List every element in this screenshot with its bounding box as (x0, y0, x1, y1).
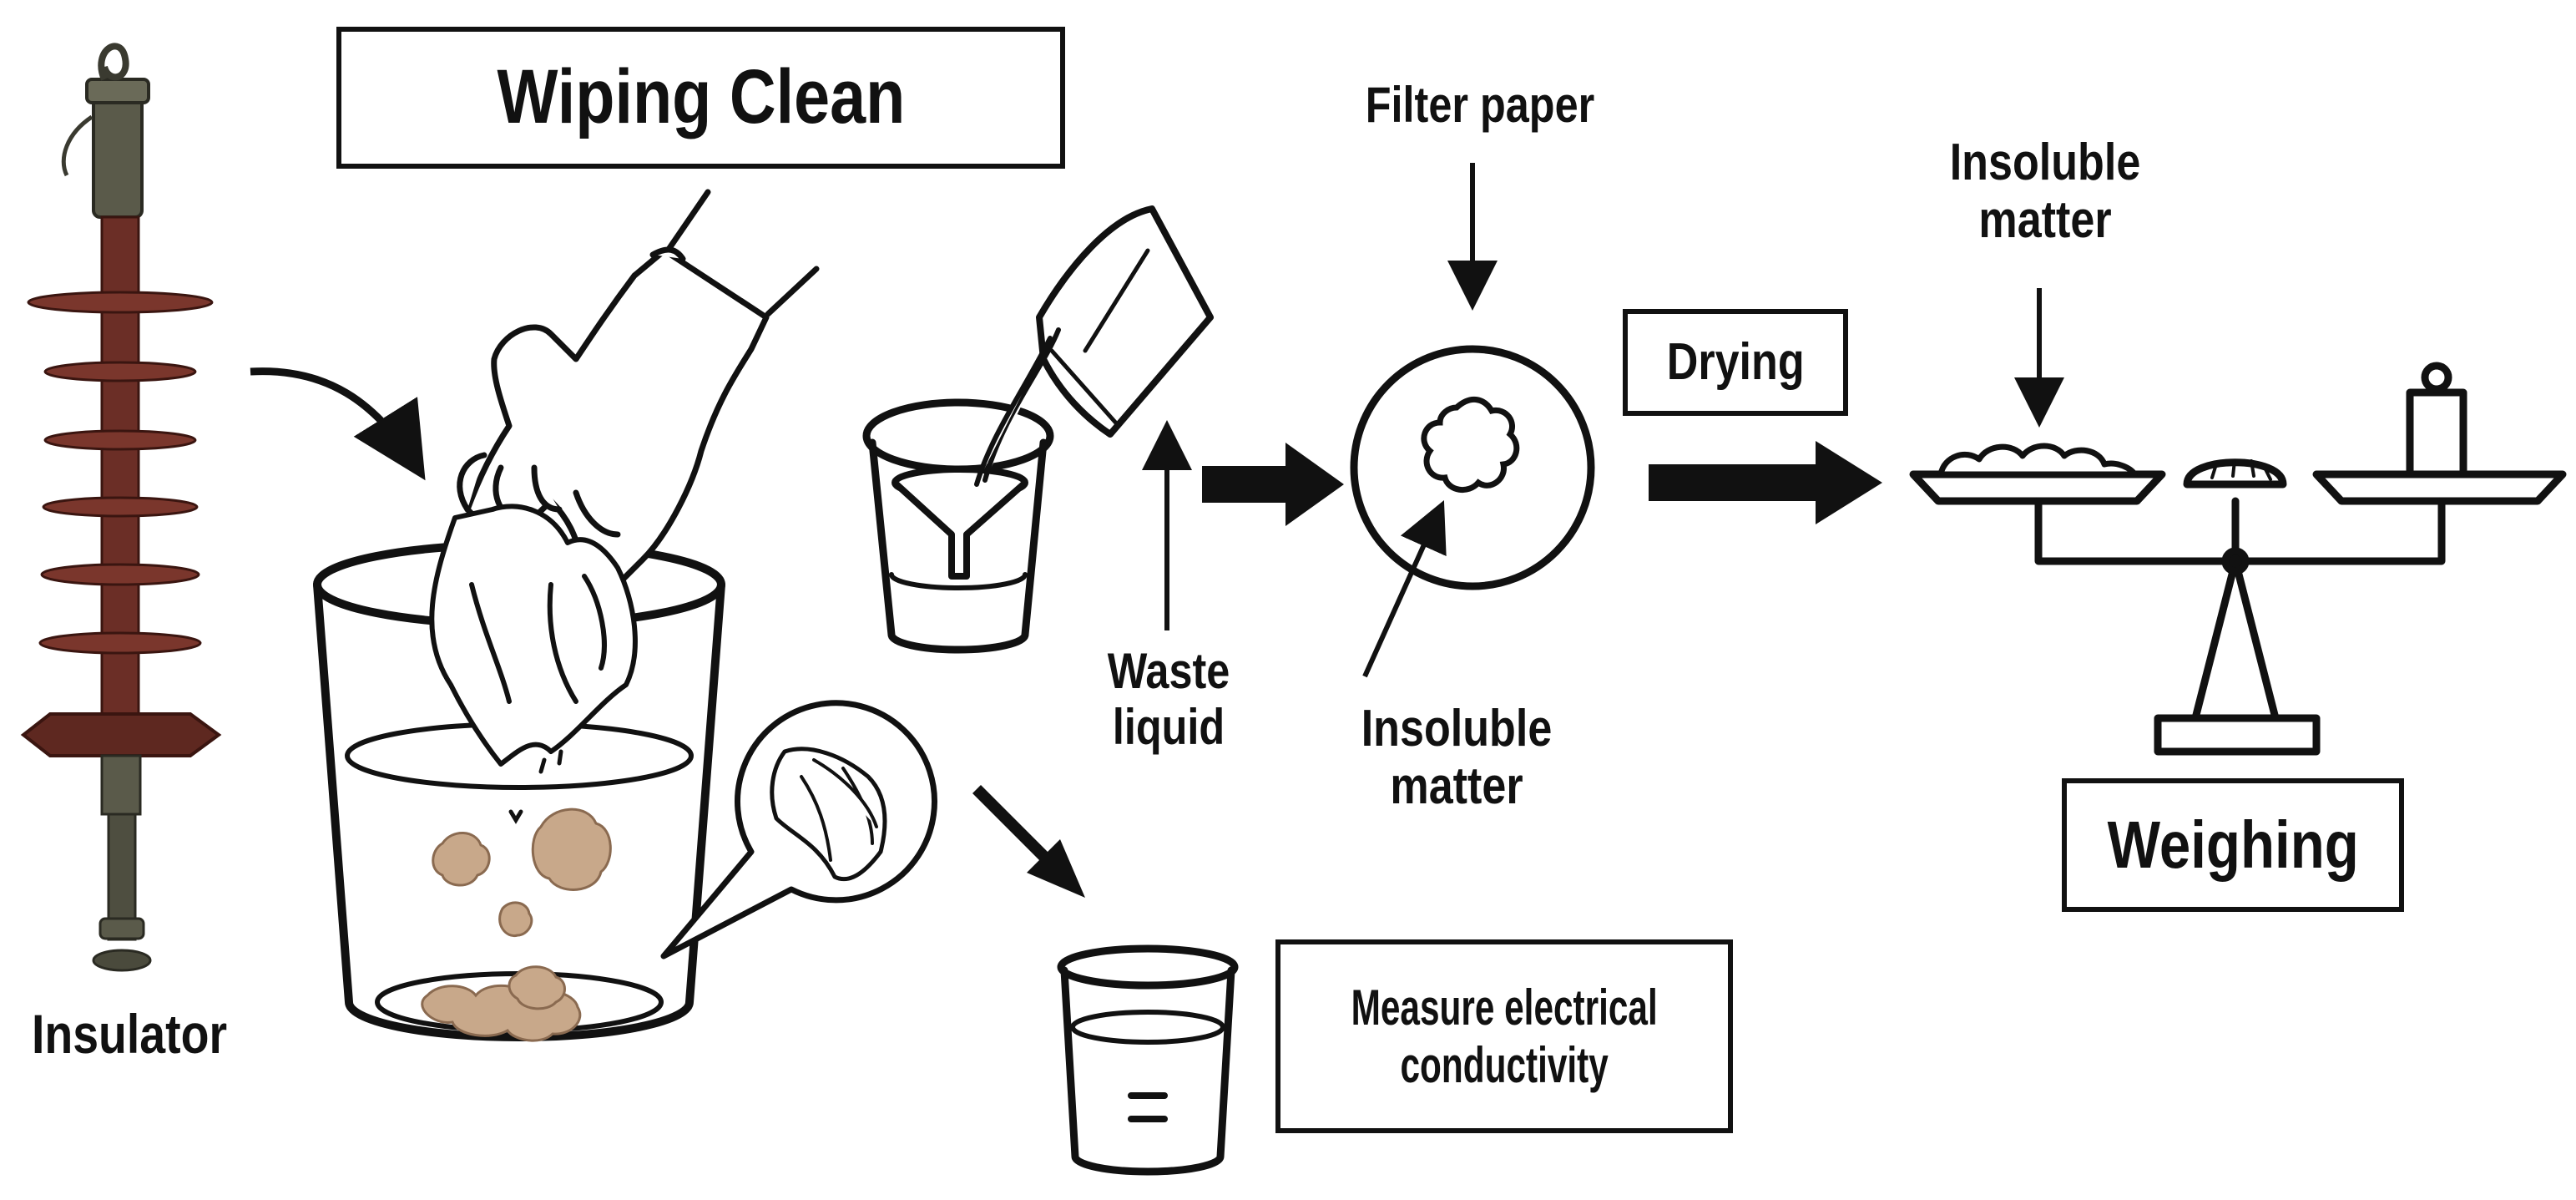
waste-liquid-line2: liquid (1112, 699, 1225, 756)
wiping-clean-title: Wiping Clean (497, 54, 905, 140)
block-arrow-filter-icon (1202, 443, 1344, 526)
cloth-icon (429, 504, 638, 767)
curved-arrow-icon (250, 367, 426, 481)
insoluble-scale-line2: matter (1978, 191, 2112, 250)
funnel-icon (891, 466, 1028, 580)
insoluble-pile-icon (1937, 443, 2138, 478)
insoluble-scale-label: Insoluble matter (1926, 134, 2164, 250)
insoluble-filter-label: Insoluble matter (1334, 700, 1579, 816)
measure-conductivity-box: Measure electrical conductivity (1275, 939, 1733, 1133)
beaker-small-icon (1057, 944, 1239, 1176)
measure-conductivity-label: Measure electrical conductivity (1321, 979, 1686, 1094)
insoluble-filter-pointer-arrow (1362, 500, 1447, 678)
filter-paper-label: Filter paper (1365, 77, 1595, 133)
sediment-particles (421, 808, 612, 1042)
filter-paper-icon (1350, 345, 1595, 590)
insoluble-filter-line2: matter (1390, 757, 1523, 816)
measure-line1: Measure electrical (1351, 980, 1658, 1035)
gloved-hand-icon (457, 189, 820, 588)
waste-liquid-label: Waste liquid (1092, 643, 1246, 755)
weighing-box: Weighing (2062, 778, 2404, 912)
zoom-callout-icon (660, 700, 937, 959)
wiping-clean-box: Wiping Clean (336, 27, 1065, 169)
drips-icon (508, 749, 563, 824)
insulator-label: Insulator (31, 1003, 228, 1065)
block-arrow-drying-icon (1649, 441, 1882, 524)
measure-line2: conductivity (1400, 1037, 1609, 1093)
insulator-icon (20, 43, 222, 972)
insoluble-scale-line1: Insoluble (1949, 134, 2141, 191)
pouring-cup-icon (974, 205, 1214, 487)
weighing-label: Weighing (2107, 808, 2359, 882)
drying-box: Drying (1623, 309, 1848, 416)
drying-label: Drying (1666, 333, 1805, 392)
diagonal-arrow-icon (972, 785, 1085, 898)
balance-scale-icon (1909, 362, 2567, 756)
insoluble-filter-line1: Insoluble (1361, 700, 1553, 757)
waste-liquid-line1: Waste (1107, 643, 1230, 699)
